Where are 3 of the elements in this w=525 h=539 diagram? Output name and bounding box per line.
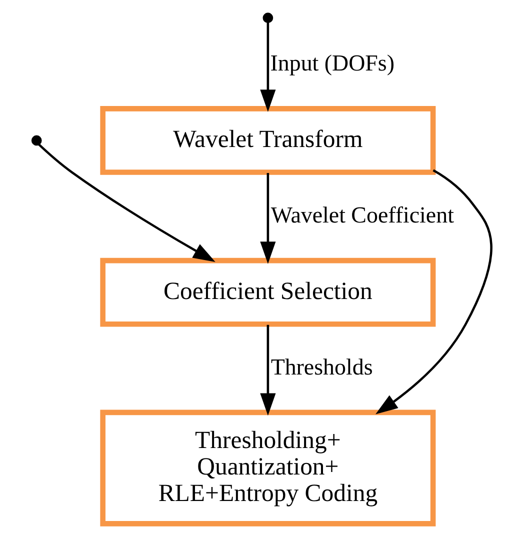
edge-label: Wavelet Coefficient xyxy=(270,202,454,228)
edge-label: Thresholds xyxy=(270,354,372,380)
edge-label: Input (DOFs) xyxy=(270,50,394,76)
